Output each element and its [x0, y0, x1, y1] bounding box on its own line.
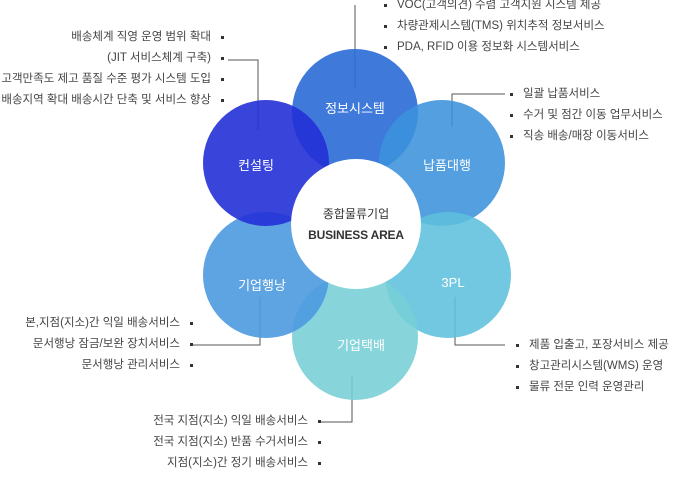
bullet-icon — [221, 99, 224, 102]
petal-label-info: 정보시스템 — [325, 101, 385, 116]
list-item: 배송지역 확대 배송시간 단축 및 서비스 향상 — [1, 90, 224, 111]
info-service-list: VOC(고객의견) 수렴 고객지원 시스템 제공 차량관제시스템(TMS) 위치… — [384, 0, 605, 58]
list-item: 물류 전문 인력 운영관리 — [516, 377, 669, 398]
list-item: 문서행낭 관리서비스 — [25, 355, 193, 376]
list-item: 문서행낭 잠금/보완 장치서비스 — [25, 334, 193, 355]
list-item: 전국 지점(지소) 익일 배송서비스 — [153, 411, 321, 432]
list-item: 수거 및 점간 이동 업무서비스 — [510, 105, 663, 126]
list-item: VOC(고객의견) 수렴 고객지원 시스템 제공 — [384, 0, 605, 16]
bullet-icon — [190, 343, 193, 346]
petal-label-tpl: 3PL — [441, 275, 465, 290]
list-item: 전국 지점(지소) 반품 수거서비스 — [153, 432, 321, 453]
petal-label-courier: 기업택배 — [337, 338, 385, 353]
bullet-icon — [318, 420, 321, 423]
bullet-icon — [221, 36, 224, 39]
bullet-icon — [516, 344, 519, 347]
list-item: 지점(지소)간 정기 배송서비스 — [153, 453, 321, 474]
bullet-icon — [384, 46, 387, 49]
delivery-service-list: 일괄 납품서비스 수거 및 점간 이동 업무서비스 직송 배송/매장 이동서비스 — [510, 84, 663, 147]
list-item: (JIT 서비스체계 구축) — [1, 48, 224, 69]
center-subtitle: BUSINESS AREA — [308, 228, 404, 242]
bullet-icon — [318, 441, 321, 444]
bullet-icon — [516, 365, 519, 368]
bullet-icon — [318, 462, 321, 465]
list-item: 창고관리시스템(WMS) 운영 — [516, 356, 669, 377]
bullet-icon — [221, 57, 224, 60]
list-item: 배송체계 직영 운영 범위 확대 — [1, 27, 224, 48]
bullet-icon — [510, 114, 513, 117]
bullet-icon — [190, 322, 193, 325]
center-title: 종합물류기업 — [322, 207, 390, 221]
bullet-icon — [510, 135, 513, 138]
petal-label-moving: 기업행낭 — [238, 278, 286, 293]
list-item: 고객만족도 제고 품질 수준 평가 시스템 도입 — [1, 69, 224, 90]
consulting-service-list: 배송체계 직영 운영 범위 확대 (JIT 서비스체계 구축) 고객만족도 제고… — [1, 27, 224, 111]
bullet-icon — [221, 78, 224, 81]
list-item: PDA, RFID 이용 정보화 시스템서비스 — [384, 37, 605, 58]
bullet-icon — [190, 364, 193, 367]
moving-service-list: 본,지점(지소)간 익일 배송서비스 문서행낭 잠금/보완 장치서비스 문서행낭… — [25, 313, 193, 376]
petal-label-delivery: 납품대행 — [423, 158, 471, 173]
list-item: 차량관제시스템(TMS) 위치추적 정보서비스 — [384, 16, 605, 37]
petal-courier — [292, 274, 418, 400]
center-circle — [291, 159, 421, 289]
list-item: 제품 입출고, 포장서비스 제공 — [516, 335, 669, 356]
courier-service-list: 전국 지점(지소) 익일 배송서비스 전국 지점(지소) 반품 수거서비스 지점… — [153, 411, 321, 474]
bullet-icon — [384, 25, 387, 28]
tpl-service-list: 제품 입출고, 포장서비스 제공 창고관리시스템(WMS) 운영 물류 전문 인… — [516, 335, 669, 398]
bullet-icon — [384, 4, 387, 7]
bullet-icon — [516, 386, 519, 389]
list-item: 직송 배송/매장 이동서비스 — [510, 126, 663, 147]
bullet-icon — [510, 93, 513, 96]
list-item: 일괄 납품서비스 — [510, 84, 663, 105]
list-item: 본,지점(지소)간 익일 배송서비스 — [25, 313, 193, 334]
petal-consulting — [203, 100, 329, 226]
petal-label-consulting: 컨설팅 — [238, 158, 274, 173]
